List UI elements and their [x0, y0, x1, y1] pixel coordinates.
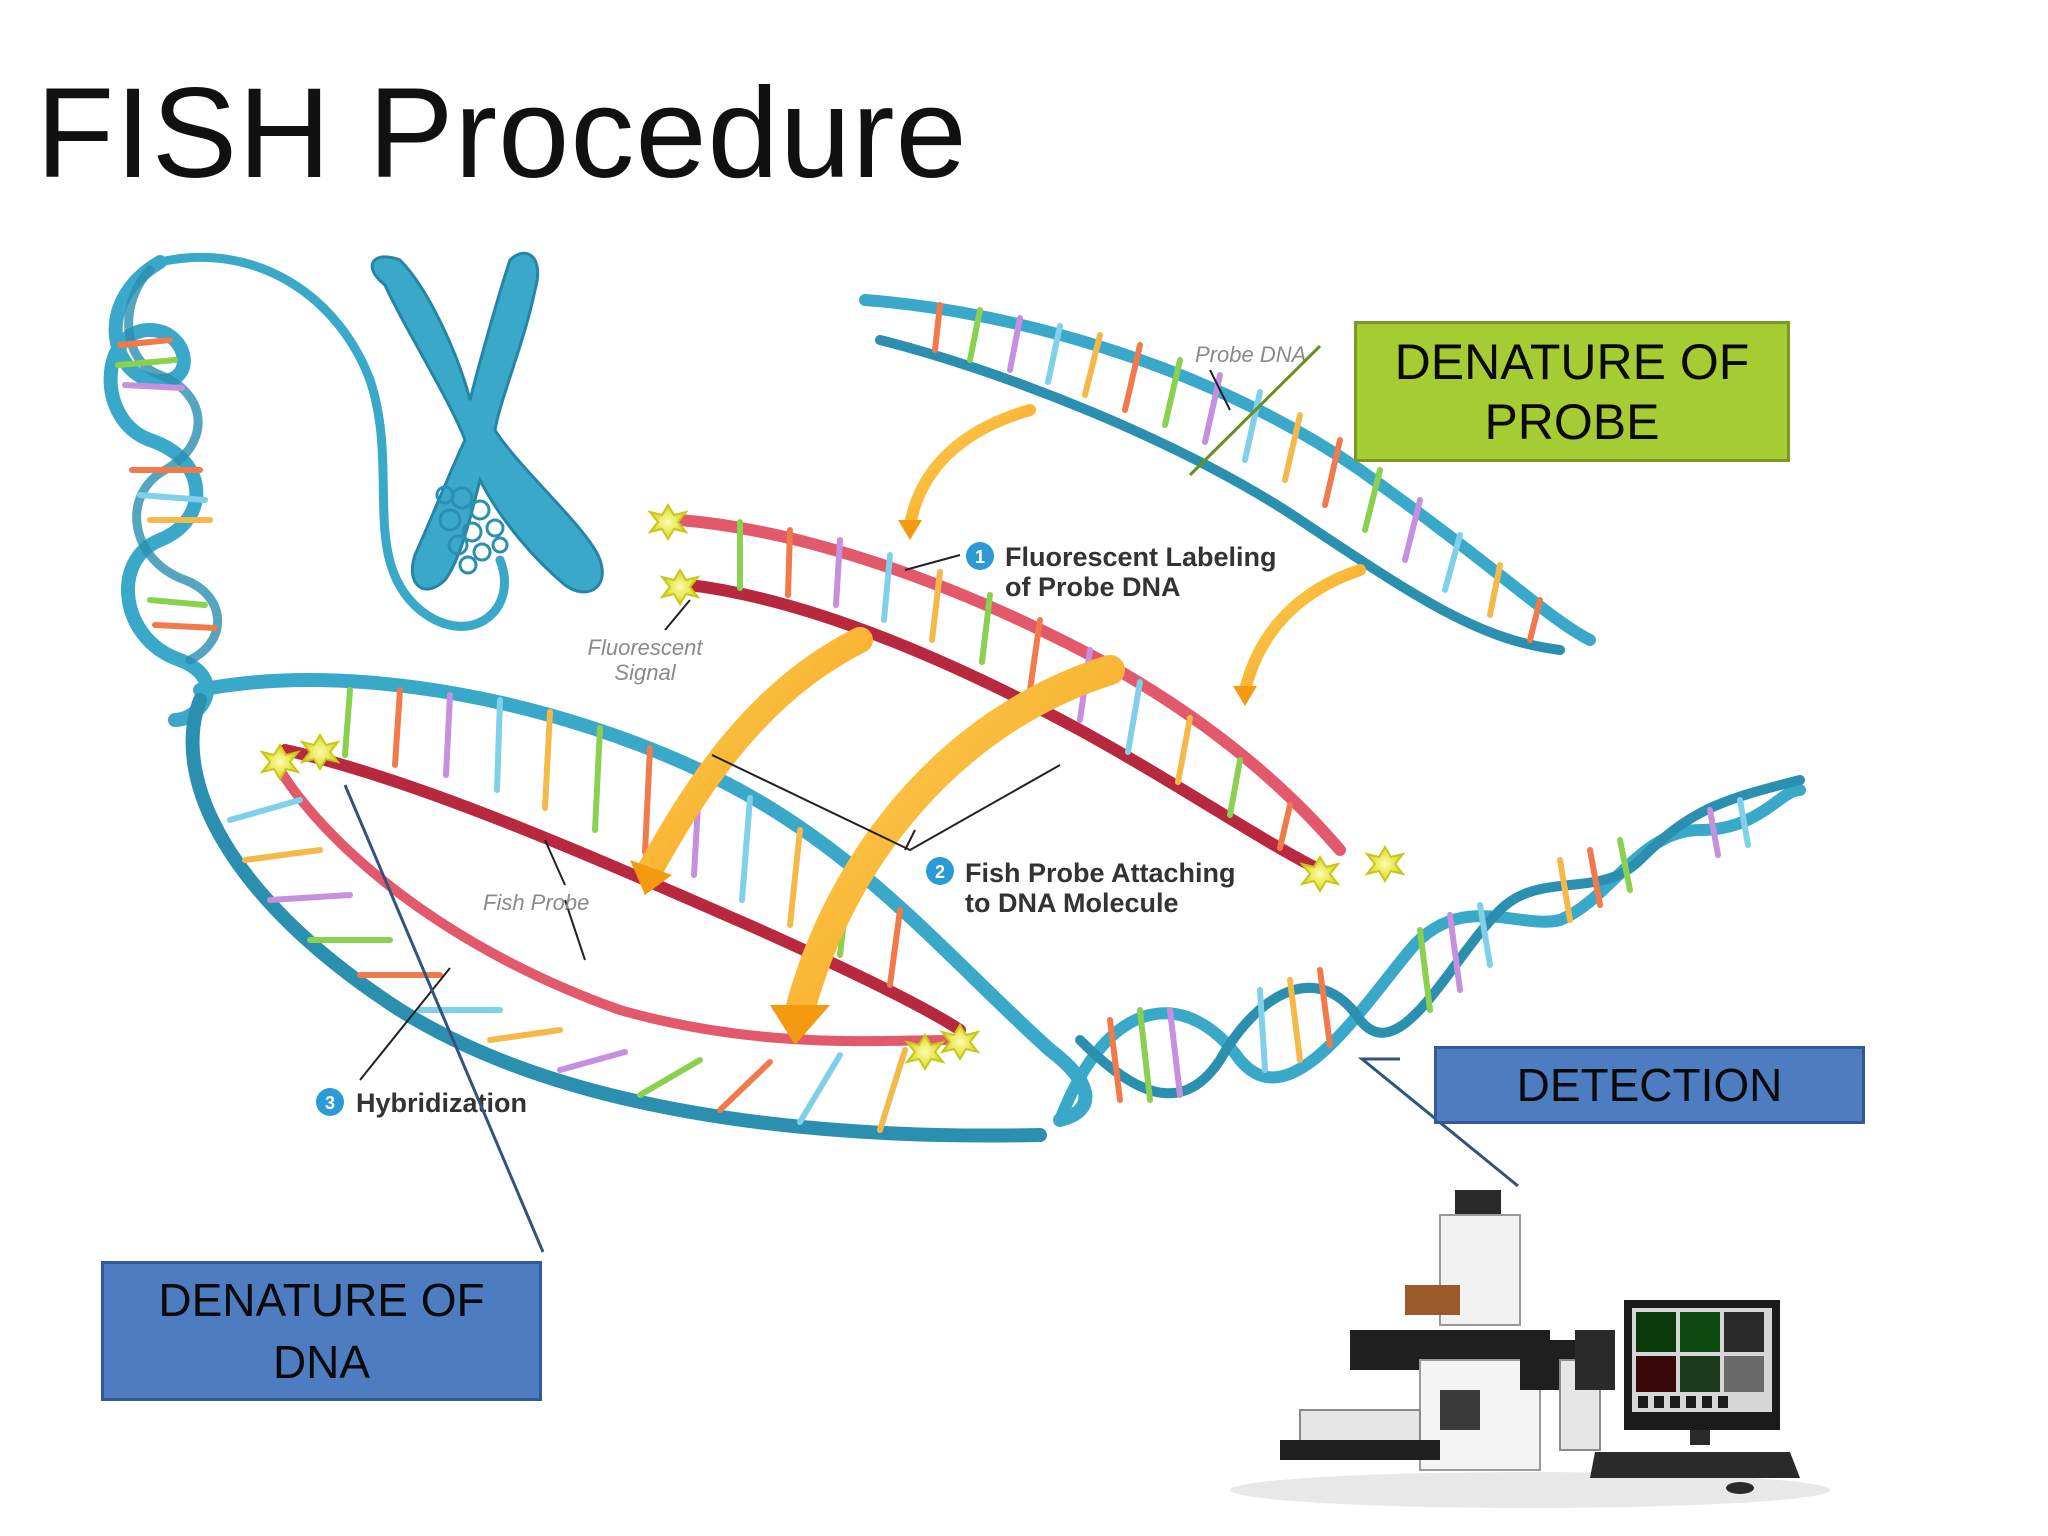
double-helix-right: [1054, 775, 1806, 1126]
step-2-badge: [926, 857, 954, 885]
step-2-number: 2: [935, 862, 945, 882]
callout-denature-probe-line1: DENATURE OF: [1394, 333, 1750, 390]
callout-denature-dna-line2: DNA: [272, 1336, 371, 1388]
callout-denature-dna-line1: DENATURE OF: [158, 1274, 485, 1326]
label-fluorescent-signal-2: Signal: [614, 660, 676, 685]
labeled-probe-strands: [674, 514, 1346, 876]
callout-detection-label: DETECTION: [1516, 1059, 1783, 1111]
callout-detection: DETECTION: [1434, 1046, 1865, 1124]
label-hybridization: Hybridization: [356, 1088, 527, 1118]
step-3-number: 3: [325, 1093, 335, 1113]
fluorescent-signal-stars: [259, 503, 1406, 1071]
label-fluorescent-labeling: Fluorescent Labeling: [1005, 542, 1277, 572]
slide-title: FISH Procedure: [36, 62, 968, 205]
coiled-dna-left: [103, 255, 222, 727]
pointer-denature-probe: [1188, 344, 1322, 477]
chromatin-strand: [155, 253, 509, 631]
callout-denature-probe-line2: PROBE: [1484, 393, 1660, 450]
label-probe-dna: Probe DNA: [1195, 342, 1306, 367]
callout-pointers: [343, 344, 1519, 1253]
diagram-labels: Probe DNA 1 Fluorescent Labeling of Prob…: [316, 342, 1306, 1118]
callout-denature-probe: DENATURE OF PROBE: [1354, 321, 1790, 462]
label-fluorescent-signal-1: Fluorescent: [588, 635, 704, 660]
diagram-leader-lines: [359, 369, 1231, 1081]
target-dna-loop: [185, 673, 1093, 1143]
step-1-number: 1: [975, 547, 985, 567]
pointer-denature-dna: [343, 784, 545, 1253]
microscope-workstation: [1230, 1190, 1830, 1508]
label-to-dna-molecule: to DNA Molecule: [965, 888, 1179, 918]
probe-dna-strand: [859, 294, 1596, 655]
label-of-probe-dna: of Probe DNA: [1005, 572, 1181, 602]
label-fish-probe-attaching: Fish Probe Attaching: [965, 858, 1236, 888]
pointer-detection: [1357, 1057, 1519, 1188]
chromosome: [370, 251, 604, 594]
step-3-badge: [316, 1088, 344, 1116]
callout-denature-dna: DENATURE OF DNA: [101, 1261, 542, 1401]
label-fish-probe: Fish Probe: [483, 890, 589, 915]
step-1-badge: [966, 542, 994, 570]
process-arrows: [630, 404, 1366, 1045]
